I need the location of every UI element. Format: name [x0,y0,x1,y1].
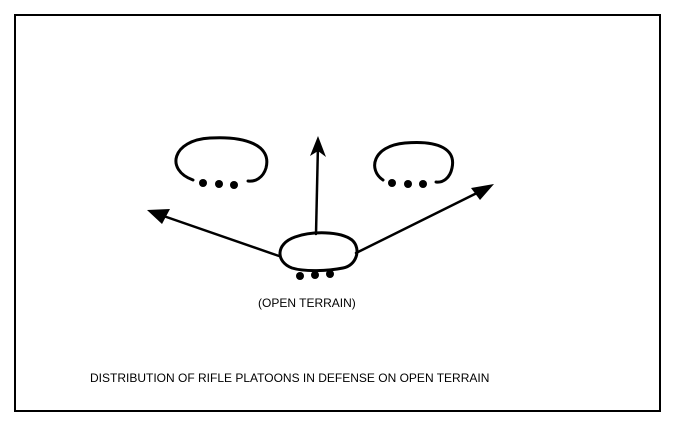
right-platoon-position [373,140,455,188]
soldier-dot [230,181,238,189]
center-platoon-position [278,231,359,280]
soldier-dot [419,180,427,188]
left-platoon-position [174,136,269,189]
soldier-dot [388,179,396,187]
center-arrow [310,136,326,236]
terrain-label: (OPEN TERRAIN) [258,296,356,310]
right-arrow [354,184,494,255]
soldier-dot [296,272,304,280]
soldier-dot [326,270,334,278]
soldier-dot [404,180,412,188]
soldier-dot [311,271,319,279]
diagram-frame [14,14,661,412]
diagram-caption: DISTRIBUTION OF RIFLE PLATOONS IN DEFENS… [90,371,490,385]
soldier-dot [199,179,207,187]
left-arrow [147,209,281,258]
soldier-dot [215,180,223,188]
